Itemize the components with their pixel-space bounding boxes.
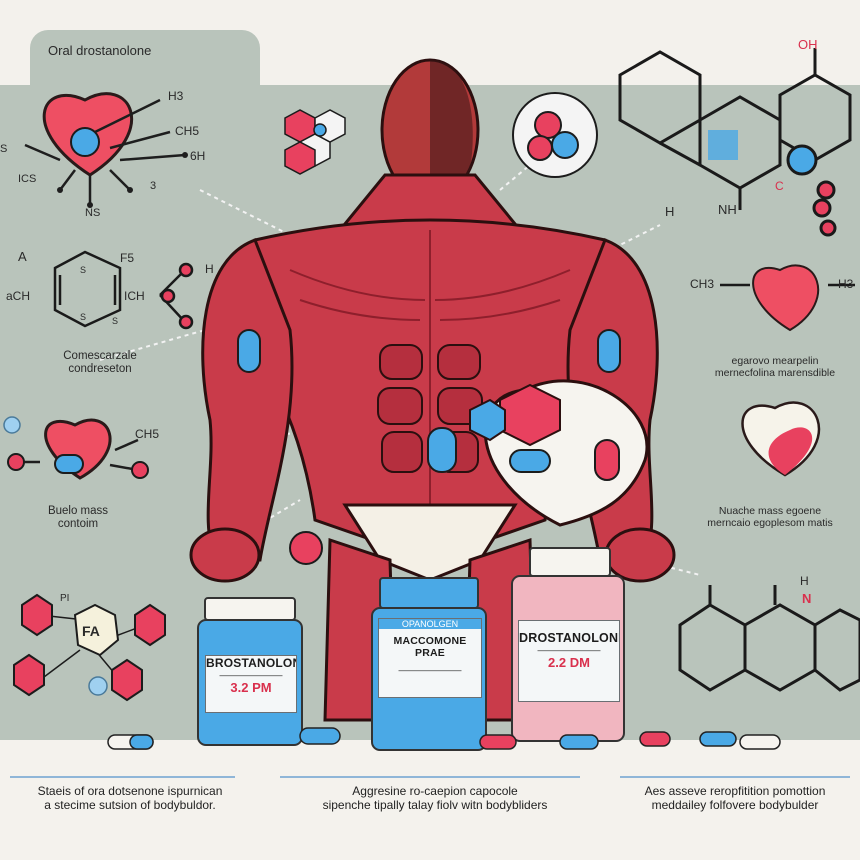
chem-label: CH5 bbox=[135, 427, 160, 441]
chem-label: S bbox=[112, 316, 119, 326]
bottle-right-label: DROSTANOLONE ——————— 2.2 DM bbox=[518, 620, 620, 702]
bottle-name: MACCOMONE PRAE bbox=[393, 635, 467, 659]
chem-label: S bbox=[80, 265, 87, 275]
left-label: Comescarzale condreseton bbox=[63, 350, 137, 376]
chem-label: H3 bbox=[168, 89, 184, 103]
chem-label: CH5 bbox=[175, 124, 200, 138]
heart-molecule-topleft bbox=[24, 92, 188, 208]
heart-molecule-right bbox=[720, 264, 855, 332]
pill-bubble bbox=[512, 92, 598, 178]
chem-label: A bbox=[18, 249, 27, 264]
chem-label: NH bbox=[718, 202, 737, 217]
caption-center: Aggresine ro-caepion capocole sipenche t… bbox=[322, 784, 548, 812]
right-label: egarovo mearpelin mernecfolina marensdib… bbox=[714, 355, 836, 380]
bottle-subtext: ——————— bbox=[398, 665, 462, 675]
chem-label: ICH bbox=[124, 289, 145, 303]
chem-label: OH bbox=[798, 37, 818, 52]
caption-left: Staeis of ora dotsenone ispurnican a ste… bbox=[37, 784, 223, 812]
caption-right: Aes asseve reropfitition pomottion medda… bbox=[644, 784, 826, 812]
hexagon-cluster-left bbox=[13, 593, 166, 702]
left-label: Buelo mass contoim bbox=[47, 505, 109, 531]
bottle-subtext: ——————— bbox=[219, 670, 283, 680]
bottle-brand: OPANOLGEN bbox=[379, 619, 481, 629]
caption-divider bbox=[620, 776, 850, 778]
scattered-capsules bbox=[107, 727, 781, 750]
chem-label: FA bbox=[82, 623, 100, 639]
chem-label: H bbox=[205, 262, 214, 276]
chem-label: 3 bbox=[150, 180, 157, 192]
title-tab bbox=[30, 30, 260, 90]
chem-label: 6H bbox=[190, 149, 206, 163]
bottle-dose: 2.2 DM bbox=[548, 655, 590, 670]
chem-label: H3 bbox=[838, 277, 854, 291]
steroid-structure-topright bbox=[618, 48, 852, 237]
caption-band bbox=[0, 740, 860, 860]
chem-label: S bbox=[80, 312, 87, 322]
heart-hexagon-emblem bbox=[289, 379, 649, 565]
caption-divider bbox=[10, 776, 235, 778]
ring-structure-bottomright bbox=[678, 585, 860, 692]
bottle-subtext: ——————— bbox=[537, 645, 601, 655]
chem-label: S bbox=[0, 143, 8, 155]
chem-label: H bbox=[800, 574, 809, 588]
bottle-left-label: BROSTANOLONE ——————— 3.2 PM bbox=[205, 655, 297, 713]
page-title: Oral drostanolone bbox=[48, 43, 152, 58]
bottle-dose: 3.2 PM bbox=[230, 680, 272, 695]
heart-molecule-left bbox=[3, 416, 149, 480]
caption-divider bbox=[280, 776, 580, 778]
bottle-brand: BROSTANOLONE bbox=[206, 656, 296, 670]
bottle-center-label: OPANOLGEN MACCOMONE PRAE ——————— bbox=[378, 618, 482, 698]
chem-label: ICS bbox=[18, 173, 37, 185]
chem-label: C bbox=[775, 179, 784, 193]
chem-label: F5 bbox=[120, 251, 135, 265]
bottle-brand: DROSTANOLONE bbox=[519, 631, 620, 645]
chem-label: N bbox=[802, 591, 812, 606]
hexagon-icon-small bbox=[284, 109, 346, 175]
chem-label: aCH bbox=[6, 289, 31, 303]
heart-icon-right bbox=[741, 401, 821, 477]
chem-label: PI bbox=[60, 593, 70, 604]
chem-label: H bbox=[665, 204, 675, 219]
right-label: Nuache mass egoene merncaio egoplesom ma… bbox=[707, 505, 833, 530]
ring-structure-left bbox=[53, 250, 194, 330]
chem-label: NS bbox=[85, 207, 101, 219]
chem-label: CH3 bbox=[690, 277, 715, 291]
